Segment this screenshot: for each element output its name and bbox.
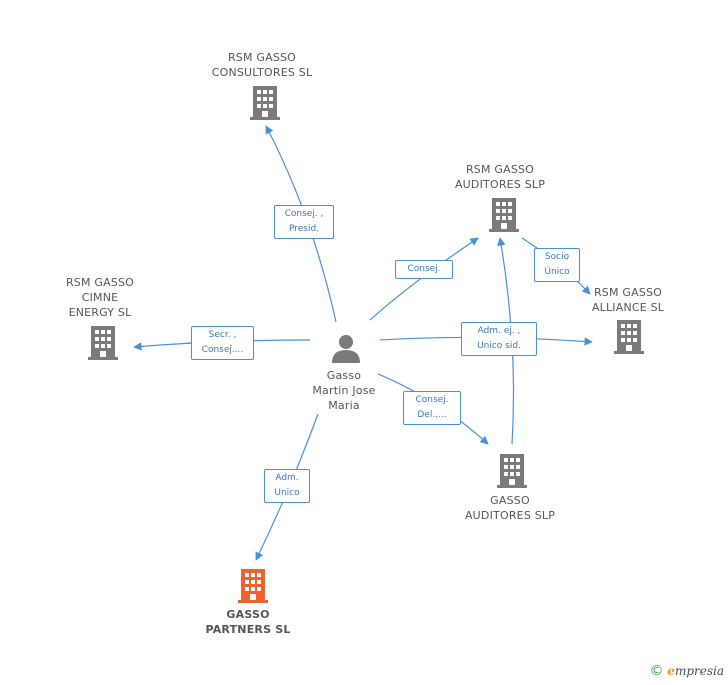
edge-label-auditores-top[interactable]: Consej. bbox=[395, 260, 453, 279]
building-icon[interactable] bbox=[489, 198, 519, 232]
footer-credit: © empresia bbox=[649, 663, 724, 679]
edge-auditores-top bbox=[369, 237, 479, 321]
building-icon[interactable] bbox=[497, 454, 527, 488]
edge-label-alliance[interactable]: Adm. ej. , Unico sid. bbox=[461, 322, 537, 356]
building-icon[interactable] bbox=[88, 326, 118, 360]
company-label-partners[interactable]: GASSO PARTNERS SL bbox=[205, 608, 291, 636]
edge-label-cimne[interactable]: Secr. , Consej.... bbox=[191, 326, 254, 360]
company-label-gasso-auditores[interactable]: GASSO AUDITORES SLP bbox=[464, 494, 556, 522]
company-label-auditores-top[interactable]: RSM GASSO AUDITORES SLP bbox=[454, 163, 546, 191]
brand-logo[interactable]: empresia bbox=[667, 664, 724, 678]
person-label[interactable]: Gasso Martin Jose Maria bbox=[312, 369, 376, 412]
company-label-cimne[interactable]: RSM GASSO CIMNE ENERGY SL bbox=[65, 276, 135, 319]
building-icon[interactable] bbox=[238, 569, 268, 603]
building-icon[interactable] bbox=[614, 320, 644, 354]
copyright-icon: © bbox=[649, 663, 664, 679]
building-icon[interactable] bbox=[250, 86, 280, 120]
company-label-alliance[interactable]: RSM GASSO ALLIANCE SL bbox=[591, 286, 665, 314]
edge-label-auditores-alliance[interactable]: Socio Único bbox=[534, 248, 580, 282]
edge-label-consultores[interactable]: Consej. , Presid. bbox=[274, 205, 334, 239]
edge-label-gasso-auditores[interactable]: Consej. Del.,... bbox=[403, 391, 461, 425]
edge-label-partners[interactable]: Adm. Unico bbox=[264, 469, 310, 503]
company-label-consultores[interactable]: RSM GASSO CONSULTORES SL bbox=[211, 51, 313, 79]
person-icon[interactable] bbox=[332, 335, 360, 363]
